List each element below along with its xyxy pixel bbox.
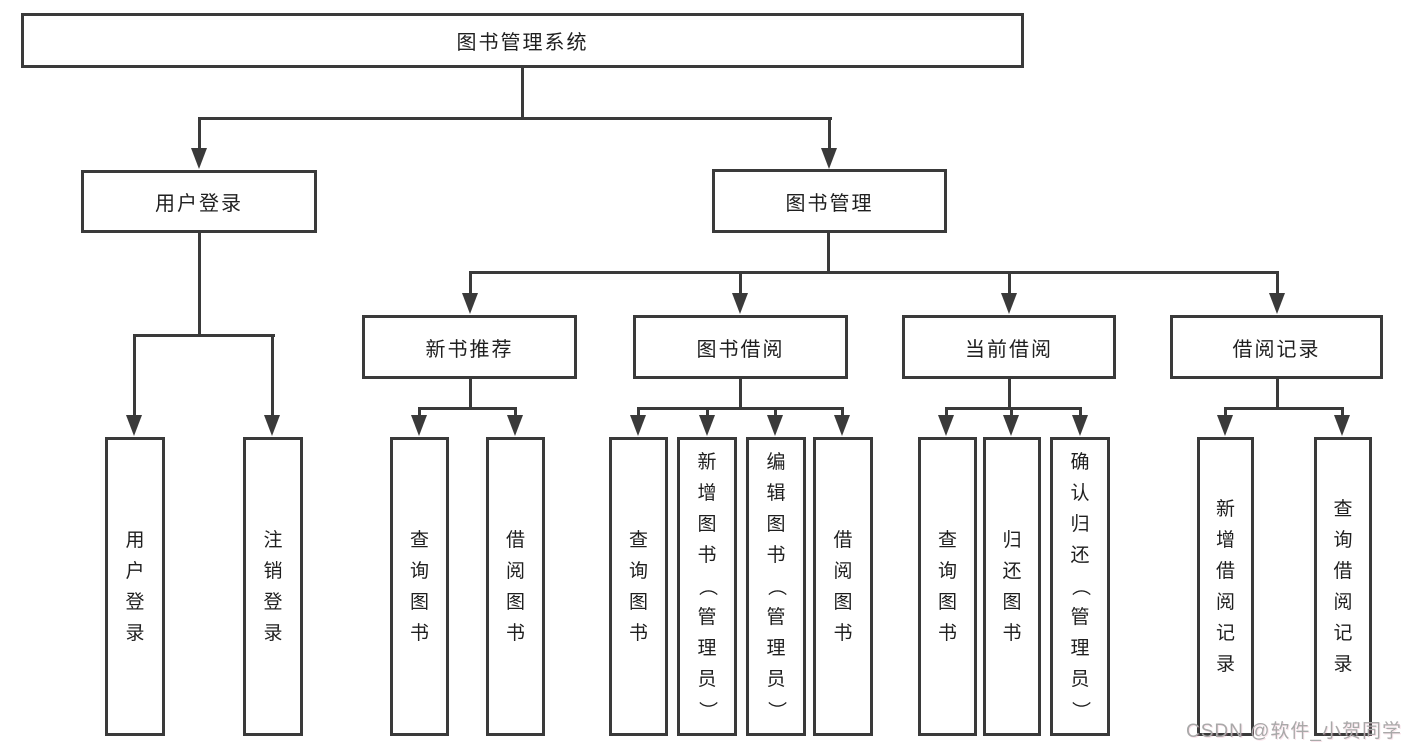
arrow-down-icon (462, 293, 478, 314)
arrow-down-icon (938, 415, 954, 436)
connector-line (739, 379, 742, 410)
node-root-library-system: 图书管理系统 (21, 13, 1024, 68)
leaf-query-borrow-record: 查询借阅记录 (1314, 437, 1372, 736)
connector-line (945, 407, 948, 417)
node-user-login: 用户登录 (81, 170, 317, 233)
connector-line (774, 407, 777, 417)
node-book-management: 图书管理 (712, 169, 947, 233)
connector-line (521, 68, 524, 120)
leaf-logout: 注销登录 (243, 437, 303, 736)
arrow-down-icon (126, 415, 142, 436)
leaf-confirm-return-admin: 确认归还（管理员） (1050, 437, 1110, 736)
connector-line (198, 117, 832, 120)
arrow-down-icon (411, 415, 427, 436)
csdn-watermark: CSDN @软件_小贺同学 (1186, 721, 1402, 742)
node-book-borrow: 图书借阅 (633, 315, 848, 379)
leaf-query-books-3: 查询图书 (918, 437, 977, 736)
leaf-add-books-admin: 新增图书（管理员） (677, 437, 737, 736)
connector-line (945, 407, 1082, 410)
arrow-down-icon (1003, 415, 1019, 436)
connector-line (469, 271, 1279, 274)
connector-line (1008, 379, 1011, 410)
connector-line (841, 407, 844, 417)
arrow-down-icon (1217, 415, 1233, 436)
arrow-down-icon (767, 415, 783, 436)
arrow-down-icon (264, 415, 280, 436)
leaf-borrow-books-1: 借阅图书 (486, 437, 545, 736)
connector-line (418, 407, 517, 410)
connector-line (1008, 271, 1011, 296)
arrow-down-icon (1072, 415, 1088, 436)
connector-line (739, 271, 742, 296)
connector-line (827, 233, 830, 274)
arrow-down-icon (630, 415, 646, 436)
connector-line (706, 407, 709, 417)
connector-line (1224, 407, 1344, 410)
connector-line (271, 334, 274, 417)
connector-line (198, 117, 201, 150)
connector-line (1341, 407, 1344, 417)
leaf-query-books-2: 查询图书 (609, 437, 668, 736)
arrow-down-icon (507, 415, 523, 436)
connector-line (1224, 407, 1227, 417)
arrow-down-icon (1269, 293, 1285, 314)
connector-line (1079, 407, 1082, 417)
arrow-down-icon (834, 415, 850, 436)
connector-line (828, 117, 831, 150)
connector-line (133, 334, 275, 337)
leaf-return-books: 归还图书 (983, 437, 1041, 736)
leaf-query-books-1: 查询图书 (390, 437, 449, 736)
connector-line (514, 407, 517, 417)
leaf-edit-books-admin: 编辑图书（管理员） (746, 437, 806, 736)
connector-line (198, 233, 201, 337)
arrow-down-icon (732, 293, 748, 314)
connector-line (1010, 407, 1013, 417)
node-new-book-recommend: 新书推荐 (362, 315, 577, 379)
leaf-user-login: 用户登录 (105, 437, 165, 736)
arrow-down-icon (191, 148, 207, 169)
connector-line (469, 379, 472, 410)
arrow-down-icon (1334, 415, 1350, 436)
arrow-down-icon (1001, 293, 1017, 314)
connector-line (418, 407, 421, 417)
node-current-borrow: 当前借阅 (902, 315, 1116, 379)
leaf-add-borrow-record: 新增借阅记录 (1197, 437, 1254, 736)
arrow-down-icon (699, 415, 715, 436)
connector-line (133, 334, 136, 417)
node-borrow-records: 借阅记录 (1170, 315, 1383, 379)
connector-line (1276, 379, 1279, 410)
connector-line (1276, 271, 1279, 296)
connector-line (637, 407, 640, 417)
connector-line (637, 407, 844, 410)
connector-line (469, 271, 472, 296)
arrow-down-icon (821, 148, 837, 169)
leaf-borrow-books-2: 借阅图书 (813, 437, 873, 736)
